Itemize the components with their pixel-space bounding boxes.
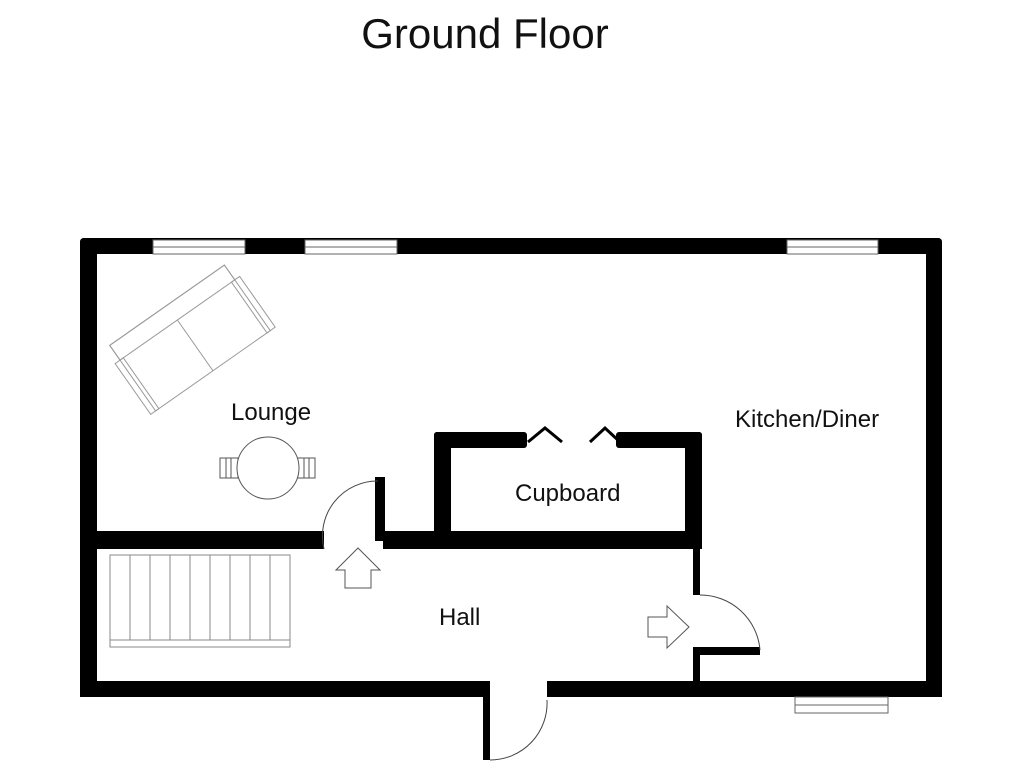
room-label-cupboard: Cupboard	[515, 480, 620, 507]
doors	[321, 425, 761, 761]
room-label-hall: Hall	[439, 604, 480, 631]
arrow-right-icon	[647, 604, 690, 650]
plan-title: Ground Floor	[361, 10, 609, 57]
windows	[152, 239, 889, 714]
room-label-kitchen: Kitchen/Diner	[735, 406, 879, 433]
arrow-up-icon	[334, 547, 382, 589]
walls	[80, 238, 942, 760]
dining-table-icon	[219, 436, 316, 500]
sofa-icon	[109, 264, 276, 416]
stairs	[109, 554, 291, 648]
room-label-lounge: Lounge	[231, 399, 311, 426]
